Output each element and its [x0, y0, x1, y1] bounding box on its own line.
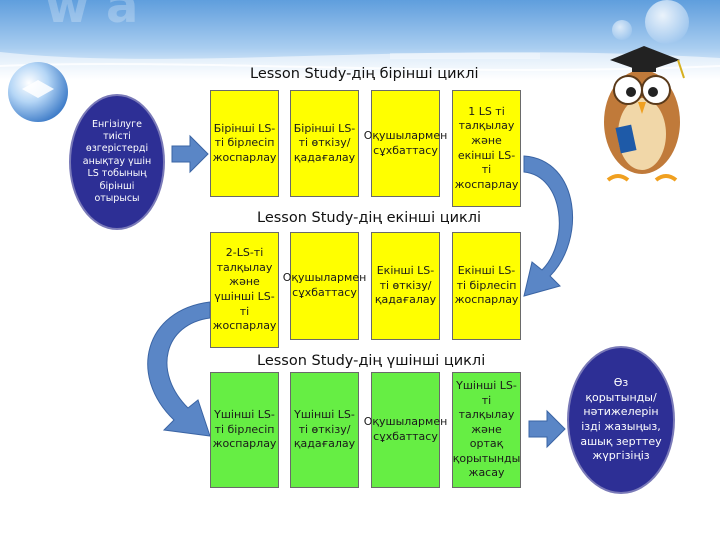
cycle-1-step-1: Бірінші LS-ті бірлесіп жоспарлау — [210, 90, 279, 197]
cycle-3-step-3: Оқушылармен сұхбаттасу — [364, 372, 447, 488]
cycle-1-step-3: Оқушылармен сұхбаттасу — [364, 90, 447, 197]
cycle-2-step-3: Екінші LS-ті өткізу/қадағалау — [371, 232, 440, 340]
cycle-2-title: Lesson Study-дің екінші циклі — [257, 210, 482, 226]
end-oval-text: Өз қорытынды/нәтижелерін ізді жазыңыз, а… — [580, 376, 662, 463]
cycle-2-step-1: 2-LS-ті талқылау және үшінші LS-ті жоспа… — [210, 232, 279, 348]
start-oval: Енгізілуге тиісті өзгерістерді анықтау ү… — [69, 94, 165, 230]
start-oval-text: Енгізілуге тиісті өзгерістерді анықтау ү… — [82, 118, 152, 204]
svg-text:w a: w a — [45, 0, 138, 34]
cycle-1-step-4: 1 LS ті талқылау және екінші LS-ті жоспа… — [452, 90, 521, 207]
arrow-right-icon — [171, 134, 209, 174]
curved-arrow-right-icon — [523, 155, 574, 297]
end-oval: Өз қорытынды/нәтижелерін ізді жазыңыз, а… — [567, 346, 675, 494]
cycle-2-step-4: Екінші LS-ті бірлесіп жоспарлау — [452, 232, 521, 340]
arrow-right-bottom-icon — [528, 409, 566, 449]
cycle-1-step-2: Бірінші LS-ті өткізу/қадағалау — [290, 90, 359, 197]
curved-arrow-left-icon — [147, 301, 211, 437]
cycle-3-title: Lesson Study-дің үшінші циклі — [257, 353, 486, 369]
owl-professor-icon — [604, 46, 685, 182]
cycle-3-step-2: Үшінші LS-ті өткізу/қадағалау — [290, 372, 359, 488]
cycle-3-step-1: Үшінші LS-ті бірлесіп жоспарлау — [210, 372, 279, 488]
cycle-3-step-4: Үшінші LS-ті талқылау және ортақ қорытын… — [452, 372, 521, 488]
cycle-2-step-2: Оқушылармен сұхбаттасу — [283, 232, 366, 340]
cycle-1-title: Lesson Study-дің бірінші циклі — [250, 66, 479, 82]
